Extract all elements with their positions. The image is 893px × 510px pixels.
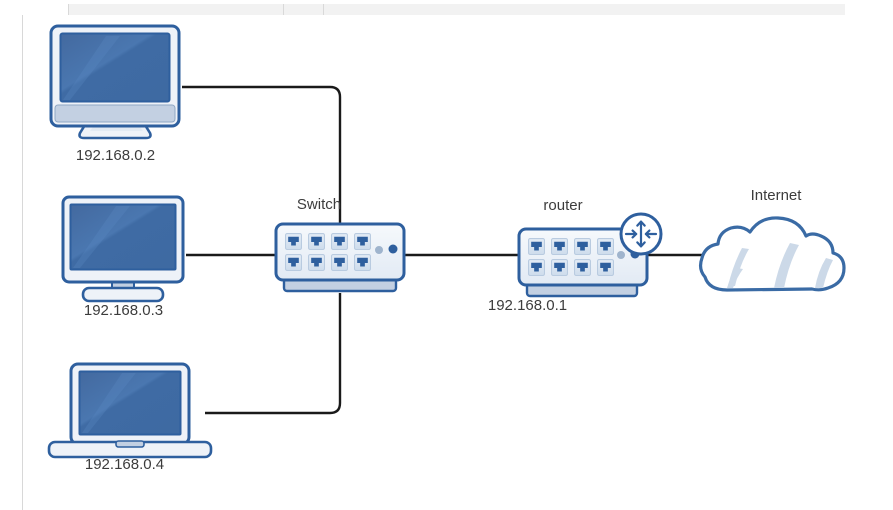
- node-router[interactable]: [517, 212, 663, 298]
- node-pc1[interactable]: [49, 24, 181, 140]
- switch-body: [274, 222, 406, 282]
- ruler-tick: [323, 4, 324, 15]
- pc1-label: 192.168.0.2: [75, 147, 156, 164]
- node-switch[interactable]: [274, 222, 406, 293]
- switch-led-on: [388, 244, 398, 254]
- vertical-guide: [22, 15, 23, 510]
- top-ruler: [68, 4, 845, 15]
- monitor-bezel: [54, 104, 176, 123]
- node-pc3[interactable]: [47, 362, 213, 459]
- router-led-dim: [617, 251, 625, 259]
- ruler-tick: [68, 4, 69, 15]
- screen-glare: [63, 36, 120, 100]
- pc2-label: 192.168.0.3: [83, 302, 164, 319]
- ruler-tick: [283, 4, 284, 15]
- four-way-arrows-icon: [619, 212, 663, 256]
- monitor-base: [81, 286, 165, 303]
- monitor-screen: [59, 32, 171, 103]
- screen-glare: [73, 206, 130, 268]
- screen-glare: [82, 373, 136, 433]
- laptop-screen: [78, 370, 182, 436]
- cloud-streaks: [727, 243, 833, 288]
- internet-label: Internet: [750, 187, 802, 204]
- switch-label: Switch: [296, 196, 342, 213]
- link-layer: [182, 85, 712, 415]
- node-pc2[interactable]: [61, 195, 185, 303]
- switch-led-dim: [375, 246, 383, 254]
- node-internet[interactable]: [698, 216, 846, 292]
- monitor-screen: [69, 203, 177, 271]
- link-pc1-switch: [182, 85, 342, 223]
- laptop-trackpad-notch: [115, 440, 145, 448]
- router-label: router: [543, 197, 583, 214]
- router-ip-label: 192.168.0.1: [487, 297, 568, 314]
- pc3-label: 192.168.0.4: [84, 456, 165, 473]
- link-pc3-switch: [205, 293, 342, 415]
